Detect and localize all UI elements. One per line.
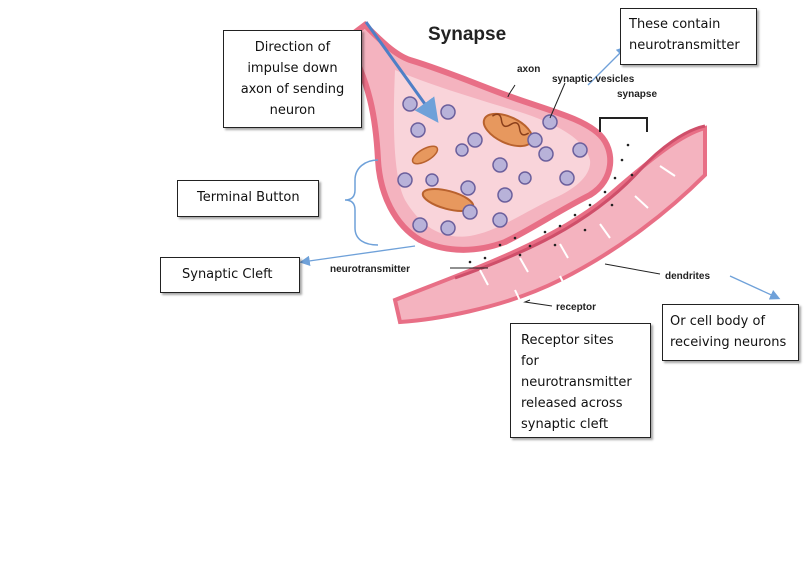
neurotransmitter-dots — [468, 143, 634, 264]
note-line: axon of sending — [240, 82, 345, 97]
note-line: receiving neurons — [670, 335, 787, 350]
label-receptor: receptor — [556, 302, 596, 313]
note-line: Receptor sites — [521, 333, 614, 348]
diagram-title: Synapse — [428, 24, 506, 45]
mitochondria — [411, 112, 534, 212]
note-impulse-direction: Direction of impulse down axon of sendin… — [223, 30, 362, 128]
note-line: impulse down — [247, 61, 338, 76]
note-vesicles-contain: These contain neurotransmitter — [620, 8, 757, 65]
note-line: synaptic cleft — [521, 417, 609, 432]
note-line: These contain — [629, 17, 721, 32]
synapse-bracket — [599, 117, 648, 132]
note-line: for — [521, 354, 539, 369]
note-terminal-button: Terminal Button — [177, 180, 319, 217]
note-line: Or cell body of — [670, 314, 766, 329]
label-axon: axon — [517, 64, 540, 75]
label-leaders — [450, 82, 661, 307]
note-line: released across — [521, 396, 623, 411]
callout-arrows — [299, 46, 781, 300]
receptor-spikes — [479, 165, 676, 306]
dendrite-membrane — [392, 125, 707, 325]
note-line: Terminal Button — [197, 190, 300, 205]
note-line: neurotransmitter — [629, 38, 740, 53]
label-synaptic-vesicles: synaptic vesicles — [552, 74, 635, 85]
terminal-button-brace — [344, 159, 379, 246]
note-line: Direction of — [254, 40, 331, 55]
dendrite-inner-membrane — [454, 124, 706, 280]
note-cell-body: Or cell body of receiving neurons — [662, 304, 799, 361]
impulse-direction-arrow — [364, 21, 439, 123]
note-line: neuron — [269, 103, 316, 118]
label-dendrites: dendrites — [665, 271, 710, 282]
label-neurotransmitter: neurotransmitter — [330, 264, 410, 275]
synaptic-vesicles — [397, 96, 588, 236]
note-line: Synaptic Cleft — [182, 267, 273, 282]
note-receptor-sites: Receptor sites for neurotransmitter rele… — [510, 323, 651, 438]
note-synaptic-cleft: Synaptic Cleft — [160, 257, 300, 293]
label-synapse: synapse — [617, 89, 657, 100]
note-line: neurotransmitter — [521, 375, 632, 390]
